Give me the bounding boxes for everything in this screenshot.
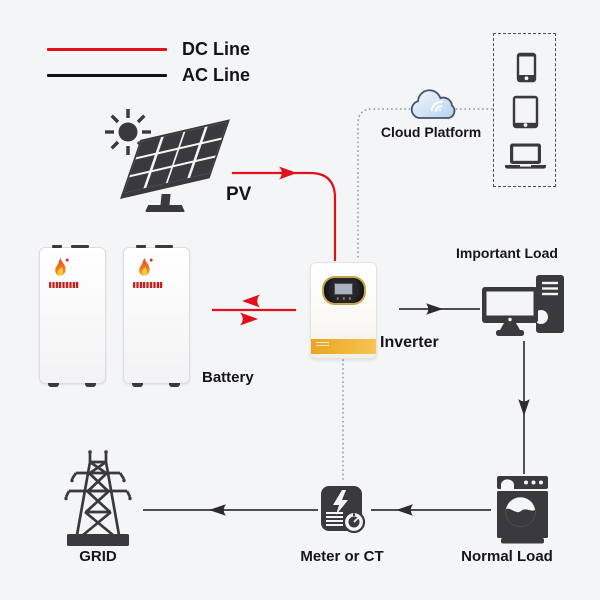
dc-line-swatch bbox=[47, 47, 167, 51]
battery-label: Battery bbox=[202, 369, 254, 386]
smartphone-icon bbox=[516, 52, 537, 83]
legend-row-dc: DC Line bbox=[47, 36, 250, 62]
arrowhead-important-load bbox=[426, 303, 443, 315]
energy-meter-icon bbox=[321, 486, 366, 534]
legend-dc-label: DC Line bbox=[182, 38, 251, 59]
arrowhead-meter bbox=[396, 504, 413, 516]
legend-row-ac: AC Line bbox=[47, 62, 250, 88]
tablet-icon bbox=[512, 95, 539, 129]
inverter-buttons bbox=[342, 297, 345, 300]
meter-label: Meter or CT bbox=[300, 548, 384, 565]
solar-panel-base bbox=[145, 205, 185, 212]
battery-brand-mark bbox=[133, 282, 163, 288]
ac-line-swatch bbox=[47, 73, 167, 77]
gauge-icon bbox=[342, 510, 366, 534]
pv-label: PV bbox=[226, 184, 252, 205]
desktop-computer-icon bbox=[482, 275, 564, 336]
cloud-icon bbox=[410, 89, 456, 119]
battery-foot bbox=[132, 383, 143, 387]
flame-logo-icon bbox=[55, 257, 69, 276]
inverter-band bbox=[311, 339, 376, 354]
lightning-bolt-icon bbox=[333, 490, 348, 515]
inverter-branding bbox=[316, 340, 329, 346]
important-load-label: Important Load bbox=[456, 245, 558, 261]
normal-load-label: Normal Load bbox=[461, 548, 553, 565]
washing-machine-icon bbox=[497, 476, 548, 544]
battery-terminal bbox=[52, 245, 62, 248]
battery-foot bbox=[48, 383, 59, 387]
transmission-tower-icon bbox=[64, 450, 132, 546]
cloud-platform-label: Cloud Platform bbox=[380, 124, 482, 140]
solar-panel-pole bbox=[160, 194, 171, 206]
dc-line-pv-to-inverter bbox=[232, 171, 337, 261]
battery-brand-mark bbox=[49, 282, 79, 288]
legend: DC Line AC Line bbox=[47, 36, 250, 88]
battery-unit-icon bbox=[39, 245, 106, 387]
dotted-line-cloud-to-inverter bbox=[357, 108, 415, 262]
wifi-icon bbox=[430, 101, 443, 112]
battery-terminal bbox=[136, 245, 146, 248]
battery-unit-icon bbox=[123, 245, 190, 387]
arrowhead-to-inverter bbox=[240, 312, 258, 326]
arrowhead-grid bbox=[209, 504, 226, 516]
laptop-icon bbox=[505, 143, 546, 169]
battery-terminal bbox=[155, 245, 173, 248]
solar-panel-icon bbox=[104, 119, 236, 218]
monitoring-devices-box bbox=[493, 33, 556, 187]
arrowhead-pv bbox=[279, 166, 297, 180]
flame-logo-icon bbox=[139, 257, 153, 276]
inverter-label: Inverter bbox=[380, 334, 439, 351]
legend-ac-label: AC Line bbox=[182, 64, 251, 85]
inverter-icon bbox=[310, 262, 377, 359]
grid-label: GRID bbox=[79, 548, 117, 565]
inverter-screen bbox=[334, 283, 353, 295]
battery-foot bbox=[85, 383, 96, 387]
battery-terminal bbox=[71, 245, 89, 248]
battery-foot bbox=[169, 383, 180, 387]
arrowhead-normal-load bbox=[518, 399, 530, 416]
inverter-display bbox=[321, 276, 366, 305]
arrowhead-to-battery bbox=[242, 294, 260, 308]
